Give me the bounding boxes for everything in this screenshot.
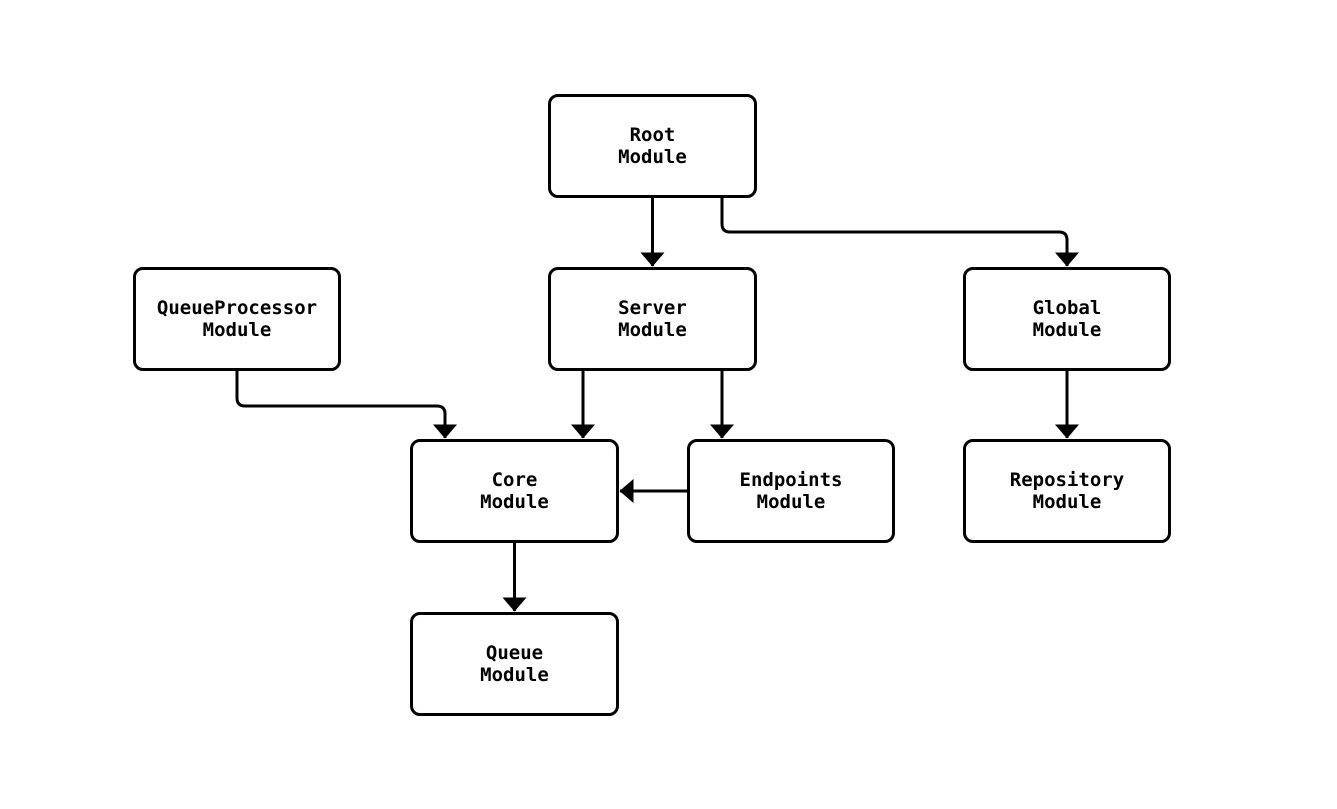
node-core-module: Core Module bbox=[410, 439, 619, 543]
node-root-module: Root Module bbox=[548, 94, 757, 198]
node-queueprocessor-module: QueueProcessor Module bbox=[133, 267, 341, 371]
edge-root-to-global bbox=[720, 198, 1079, 267]
node-server-module: Server Module bbox=[548, 267, 757, 371]
node-repository-module: Repository Module bbox=[963, 439, 1171, 543]
node-queue-module: Queue Module bbox=[410, 612, 619, 716]
node-global-module: Global Module bbox=[963, 267, 1171, 371]
node-endpoints-module: Endpoints Module bbox=[687, 439, 895, 543]
edge-queueprocessor-to-core bbox=[235, 371, 457, 439]
